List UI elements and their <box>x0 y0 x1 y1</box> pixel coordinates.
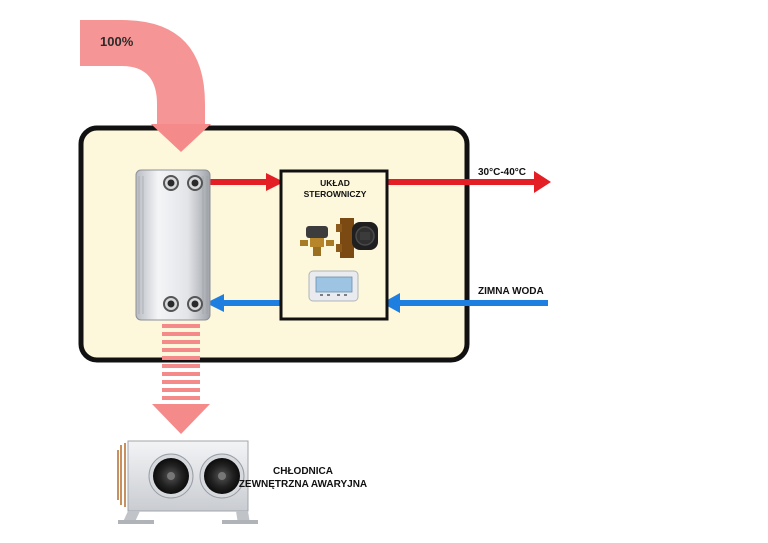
heat-input-arrow <box>80 20 211 152</box>
emergency-cooler-label: CHŁODNICA ZEWNĘTRZNA AWARYJNA <box>238 466 368 490</box>
cold-inlet-label: ZIMNA WODA <box>478 286 544 297</box>
cold-line-to-exchanger <box>206 294 282 312</box>
heat-input-arrowhead <box>151 124 211 152</box>
controller-display-icon <box>308 270 359 302</box>
cold-inlet-line <box>382 293 548 313</box>
heat-input-percent-label: 100% <box>100 34 134 49</box>
hot-outlet-line <box>386 171 551 193</box>
hot-outlet-label: 30°C-40°C <box>478 167 527 178</box>
emergency-cooler-icon <box>117 440 258 524</box>
circulation-pump-icon <box>336 218 378 258</box>
hot-line-to-controller <box>208 173 284 191</box>
thermostatic-valve-icon <box>300 226 334 256</box>
controller-title: UKŁAD STEROWNICZY <box>303 178 367 199</box>
heat-rejection-arrow <box>152 324 210 434</box>
plate-heat-exchanger <box>135 169 211 321</box>
